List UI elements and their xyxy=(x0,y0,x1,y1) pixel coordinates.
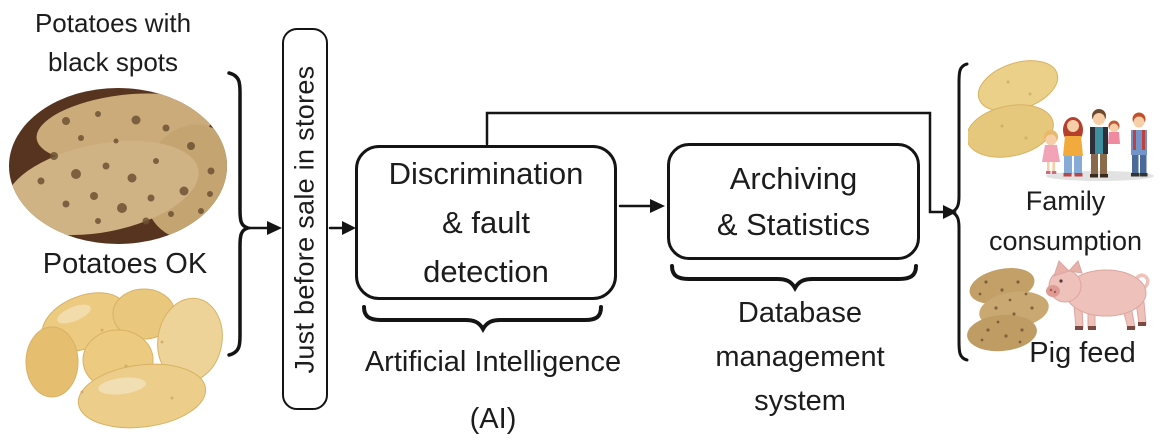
family-illustration xyxy=(1042,109,1154,181)
bad-potatoes-label-line1: Potatoes with xyxy=(34,8,192,38)
db-caption: Database management system xyxy=(715,297,885,417)
bad-potatoes-label: Potatoes with black spots xyxy=(0,4,226,82)
discrimination-box: Discrimination & fault detection xyxy=(355,145,617,300)
spotted-potatoes-photo xyxy=(9,88,227,244)
stage-box-label: Just before sale in stores xyxy=(289,65,320,373)
stage-box: Just before sale in stores xyxy=(282,28,328,410)
ok-potatoes-label: Potatoes OK xyxy=(42,248,208,280)
family-consumption-label: Family consumption xyxy=(988,186,1143,256)
db-underbrace xyxy=(670,264,918,293)
bad-potatoes-label-line2: black spots xyxy=(47,47,179,77)
arrowhead-input-to-stage xyxy=(267,221,282,235)
pig-photo xyxy=(1046,260,1150,330)
ai-underbrace xyxy=(362,305,603,334)
pig-potatoes-photo xyxy=(967,268,1049,352)
archiving-box: Archiving & Statistics xyxy=(667,143,920,260)
arrowhead-stage-to-ai xyxy=(342,221,356,235)
family-potatoes-photo xyxy=(968,60,1059,158)
pig-feed-label: Pig feed xyxy=(1029,337,1136,369)
arrowhead-bypass-to-output xyxy=(943,205,957,219)
arrowhead-ai-to-db xyxy=(650,199,665,213)
clean-potatoes-photo xyxy=(25,288,223,429)
ai-caption: Artificial Intelligence (AI) xyxy=(364,346,622,435)
